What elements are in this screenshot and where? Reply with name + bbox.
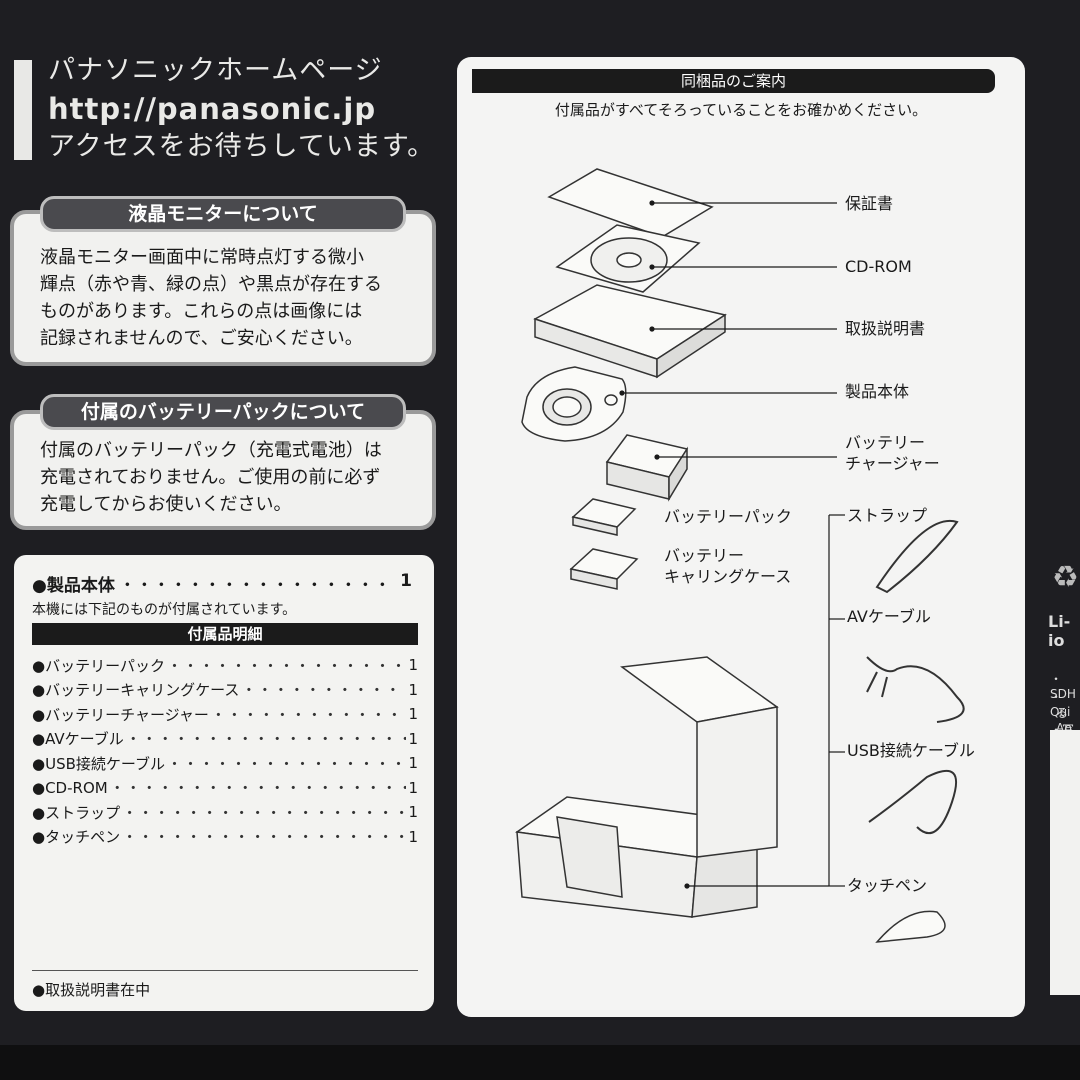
list-item: ●ストラップ・・・・・・・・・・・・・・・・・・・・・・・・・・・・1 — [32, 803, 418, 822]
list-note: 本機には下記のものが付属されています。 — [32, 602, 297, 618]
gift-box — [515, 656, 779, 918]
label-cdrom: CD-ROM — [845, 257, 912, 276]
label-charger: バッテリー チャージャー — [845, 433, 940, 473]
side-edge-panel: ♻ Li-io ・SDH ・Qui るAp ・写真 — [1030, 520, 1080, 1020]
lcd-notice-text: 液晶モニター画面中に常時点灯する微小 輝点（赤や青、緑の点）や黒点が存在する も… — [40, 247, 382, 349]
label-warranty: 保証書 — [845, 194, 894, 213]
label-manual: 取扱説明書 — [845, 319, 926, 338]
lcd-notice-title: 液晶モニターについて — [40, 196, 406, 232]
list-item: ●AVケーブル・・・・・・・・・・・・・・・・・・・・・・・・・・・・1 — [32, 729, 418, 749]
contents-subtitle: 付属品がすべてそろっていることをお確かめください。 — [554, 101, 928, 119]
battery-notice-text: 付属のバッテリーパック（充電式電池）は 充電されておりません。ご使用の前に必ず … — [40, 440, 382, 515]
label-strap: ストラップ — [847, 506, 928, 525]
homepage-message: アクセスをお待ちしています。 — [48, 131, 436, 162]
main-item-row: ●製品本体 ・・・・・・・・・・・・・・・・・・・・・・・・・・・・・・ 1 — [32, 571, 412, 596]
label-touch-pen: タッチペン — [847, 876, 928, 895]
strap — [875, 519, 959, 594]
recycle-icon: ♻ — [1052, 560, 1079, 595]
list-item: ●USB接続ケーブル・・・・・・・・・・・・・・・・・・・・・・・・・・・・1 — [32, 754, 418, 773]
label-av-cable: AVケーブル — [847, 607, 931, 626]
label-usb-cable: USB接続ケーブル — [847, 741, 975, 760]
homepage-info: パナソニックホームページ http://panasonic.jp アクセスをお待… — [48, 52, 435, 166]
battery-notice-box — [10, 410, 436, 530]
list-title: 付属品明細 — [32, 623, 418, 645]
touch-pen — [875, 910, 946, 943]
list-item: ●CD-ROM・・・・・・・・・・・・・・・・・・・・・・・・・・・・1 — [32, 778, 418, 798]
accessory-list: ●バッテリーパック・・・・・・・・・・・・・・・・・・・・・・・・・・・・1 ●… — [32, 653, 418, 849]
divider — [32, 970, 418, 971]
av-cable — [866, 656, 965, 723]
list-item: ●タッチペン・・・・・・・・・・・・・・・・・・・・・・・・・・・・1 — [32, 827, 418, 847]
contents-title: 同梱品のご案内 — [472, 69, 995, 93]
homepage-url: http://panasonic.jp — [48, 92, 377, 126]
side-text-1: ・SDH — [1050, 672, 1076, 701]
list-item: ●バッテリーチャージャー・・・・・・・・・・・・・・・・・・・・・・・・・・・・… — [32, 705, 418, 724]
list-footer: ●取扱説明書在中 — [32, 981, 151, 999]
side-text-2: ・Qui — [1050, 690, 1071, 719]
warranty-card — [547, 168, 714, 238]
accent-bar — [14, 60, 32, 160]
homepage-title: パナソニックホームページ — [48, 55, 383, 86]
side-white-block — [1050, 730, 1080, 995]
label-battery-case: バッテリー キャリングケース — [664, 546, 792, 586]
label-camera-body: 製品本体 — [845, 382, 910, 401]
side-li-label: Li-io — [1048, 612, 1071, 650]
contents-list-panel: ●製品本体 ・・・・・・・・・・・・・・・・・・・・・・・・・・・・・・ 1 本… — [14, 555, 434, 1011]
battery-notice-title: 付属のバッテリーパックについて — [40, 394, 406, 430]
list-item: ●バッテリーパック・・・・・・・・・・・・・・・・・・・・・・・・・・・・1 — [32, 656, 418, 675]
bottom-edge — [0, 1045, 1080, 1080]
package-contents-panel: 同梱品のご案内 付属品がすべてそろっていることをお確かめください。 — [457, 57, 1025, 1017]
usb-cable — [868, 769, 957, 835]
label-battery-pack: バッテリーパック — [664, 507, 792, 526]
list-item: ●バッテリーキャリングケース・・・・・・・・・・・・・・・・・・・・・・・・・・… — [32, 680, 418, 700]
contents-diagram — [515, 168, 965, 943]
